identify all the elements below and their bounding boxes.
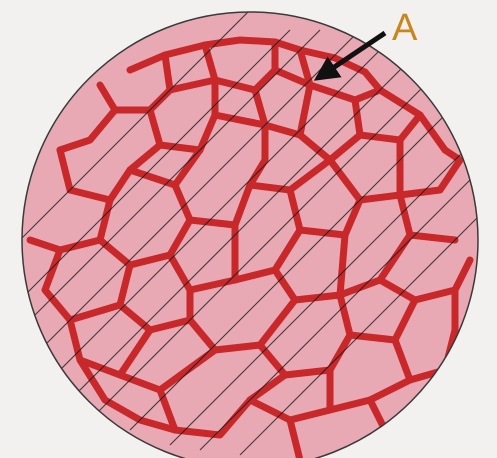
callout-label-a: A — [392, 7, 418, 49]
